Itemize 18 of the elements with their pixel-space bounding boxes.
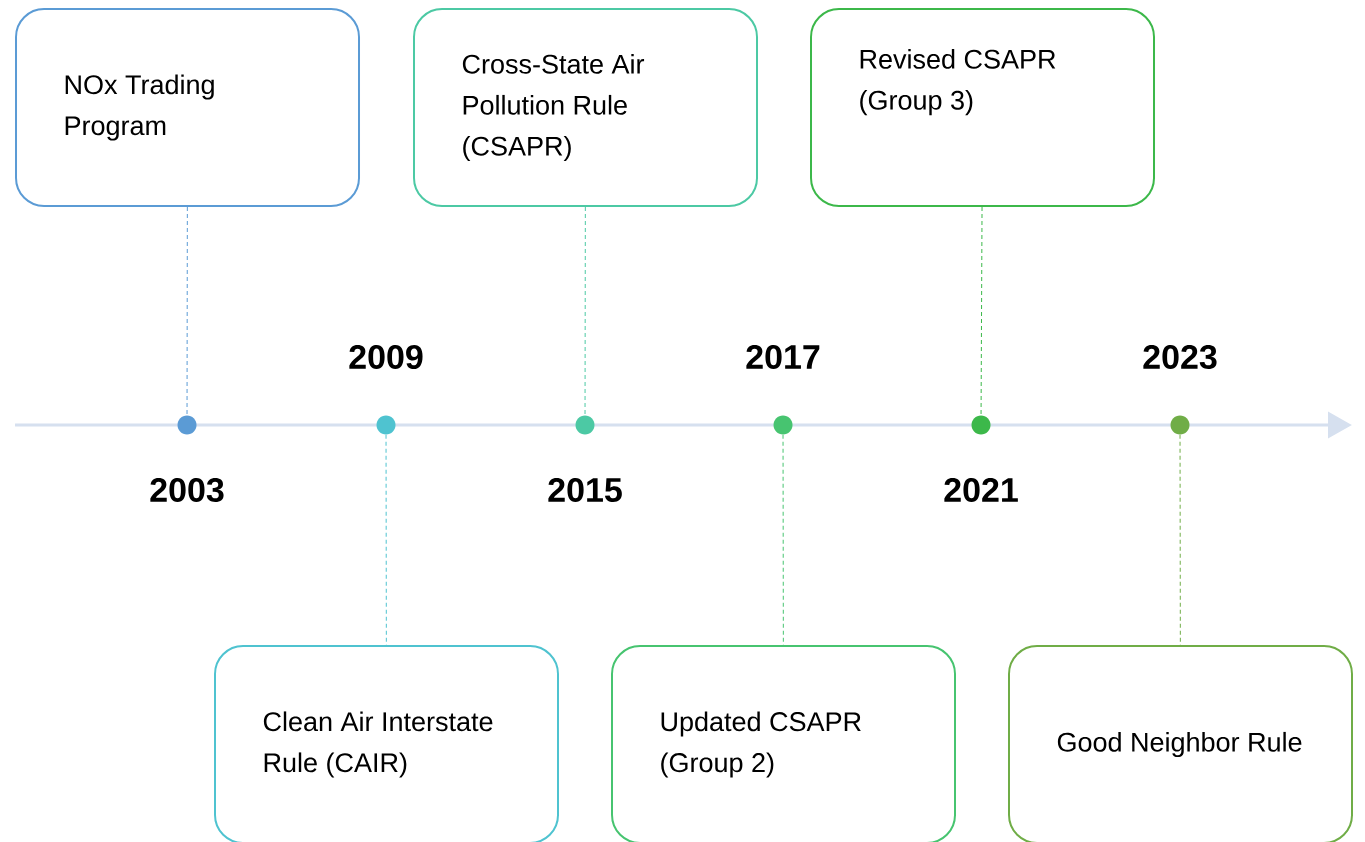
connector-line bbox=[782, 434, 784, 646]
year-label: 2015 bbox=[548, 477, 622, 503]
year-label: 2021 bbox=[944, 477, 1018, 503]
event-box: Good Neighbor Rule bbox=[1008, 645, 1353, 842]
event-box: Cross-State Air Pollution Rule (CSAPR) bbox=[413, 8, 758, 207]
connector-line bbox=[186, 206, 188, 416]
year-label: 2023 bbox=[1143, 344, 1217, 370]
year-label: 2003 bbox=[150, 477, 224, 503]
event-box: Updated CSAPR (Group 2) bbox=[611, 645, 956, 842]
connector-line bbox=[980, 206, 983, 416]
year-label: 2017 bbox=[746, 344, 820, 370]
connector-line bbox=[1179, 434, 1181, 646]
connector-line bbox=[385, 434, 387, 646]
event-box: NOx Trading Program bbox=[15, 8, 360, 207]
event-box: Clean Air Interstate Rule (CAIR) bbox=[214, 645, 559, 842]
connector-line bbox=[584, 206, 586, 416]
event-box: Revised CSAPR (Group 3) bbox=[810, 8, 1155, 207]
year-label: 2009 bbox=[349, 344, 423, 370]
